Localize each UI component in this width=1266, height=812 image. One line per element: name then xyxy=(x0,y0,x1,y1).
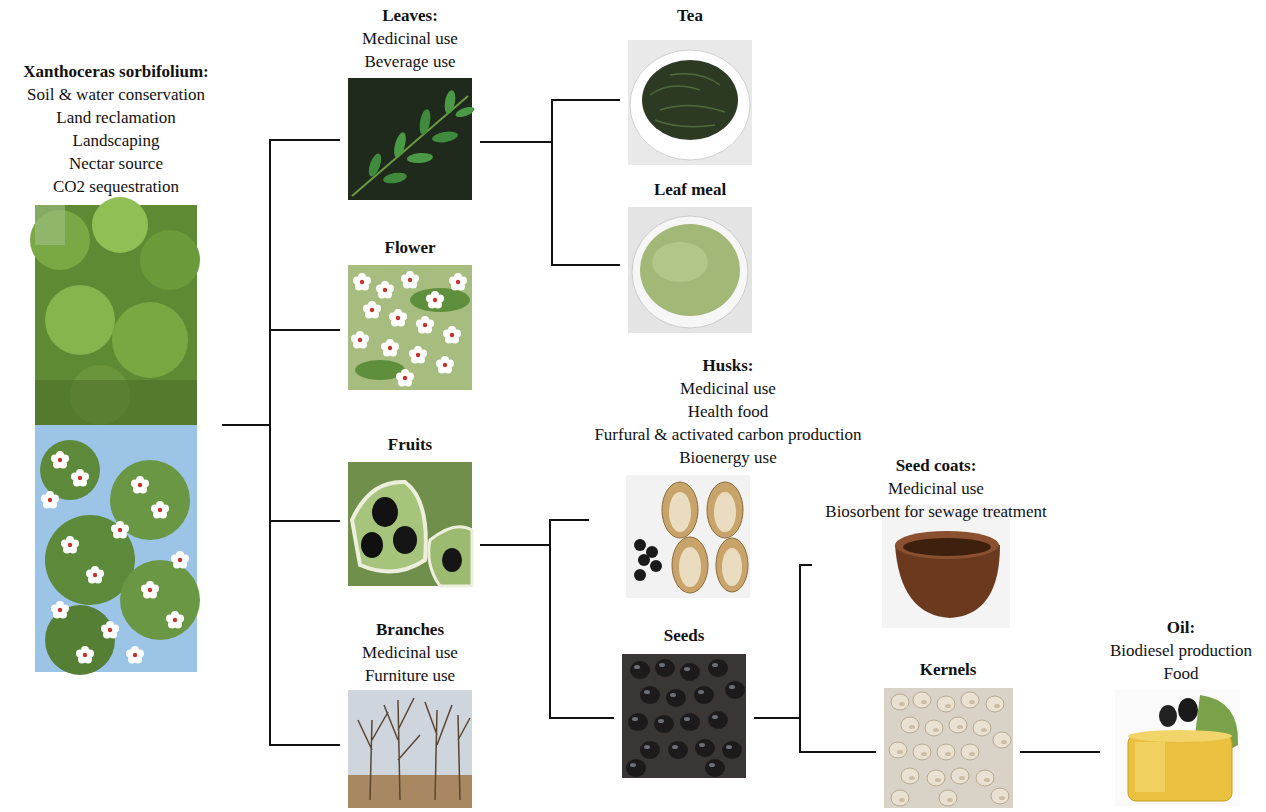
use-item: Landscaping xyxy=(73,129,160,152)
use-item: CO2 sequestration xyxy=(53,175,179,198)
oil-photo xyxy=(1115,690,1240,806)
tree-connector xyxy=(1020,751,1100,753)
part-heading: Xanthoceras sorbifolium: xyxy=(23,60,209,83)
part-heading: Leaf meal xyxy=(654,178,726,201)
part-node: Leaves:Medicinal useBeverage use xyxy=(340,4,480,202)
use-item: Furfural & activated carbon production xyxy=(594,423,861,446)
tree-connector xyxy=(222,425,340,521)
use-item: Nectar source xyxy=(69,152,163,175)
part-heading: Tea xyxy=(677,4,703,27)
tree-connector xyxy=(480,545,614,718)
use-item: Biodiesel production xyxy=(1110,639,1252,662)
tree-connector xyxy=(754,718,876,752)
use-item: Medicinal use xyxy=(362,27,458,50)
branches-photo xyxy=(348,690,472,808)
use-item: Land reclamation xyxy=(56,106,175,129)
tree-connector xyxy=(480,520,589,545)
use-item: Furniture use xyxy=(365,664,455,687)
kernels-photo xyxy=(884,688,1013,808)
part-heading: Leaves: xyxy=(382,4,438,27)
tree-connector xyxy=(222,140,340,425)
part-heading: Seed coats: xyxy=(896,454,977,477)
use-item: Medicinal use xyxy=(888,477,984,500)
seeds-photo xyxy=(622,654,746,778)
use-item: Medicinal use xyxy=(362,641,458,664)
part-node: Seed coats:Medicinal useBiosorbent for s… xyxy=(812,454,1060,630)
part-node: BranchesMedicinal useFurniture use xyxy=(340,618,480,810)
part-heading: Branches xyxy=(376,618,444,641)
part-node: Kernels xyxy=(876,658,1020,810)
product-node: Leaf meal xyxy=(620,178,760,335)
tree-connector xyxy=(480,142,620,265)
part-node: Flower xyxy=(340,236,480,392)
leaves-photo xyxy=(348,78,476,200)
use-item: Health food xyxy=(688,400,769,423)
use-item: Bioenergy use xyxy=(679,446,776,469)
seed-coat-photo xyxy=(882,505,1010,628)
leaf-meal-photo xyxy=(628,207,752,333)
use-item: Beverage use xyxy=(364,50,455,73)
part-heading: Seeds xyxy=(664,624,705,647)
part-heading: Flower xyxy=(385,236,436,259)
fruit-photo xyxy=(348,462,472,586)
use-item: Biosorbent for sewage treatment xyxy=(825,500,1046,523)
part-heading: Oil: xyxy=(1167,616,1195,639)
part-node: Husks:Medicinal useHealth foodFurfural &… xyxy=(589,354,867,600)
use-item: Medicinal use xyxy=(680,377,776,400)
tree-connector xyxy=(754,565,812,718)
part-node: Fruits xyxy=(340,433,480,588)
tea-photo xyxy=(628,40,752,165)
part-node: Seeds xyxy=(614,624,754,780)
flower-photo xyxy=(348,265,472,390)
plant-node: Xanthoceras sorbifolium:Soil & water con… xyxy=(10,60,222,674)
part-heading: Husks: xyxy=(702,354,753,377)
use-item: Soil & water conservation xyxy=(27,83,205,106)
part-heading: Fruits xyxy=(388,433,432,456)
tree-connector xyxy=(480,100,620,142)
tree-photo xyxy=(30,197,200,675)
product-node: Oil:Biodiesel productionFood xyxy=(1100,616,1262,808)
tree-connector xyxy=(222,330,340,425)
product-node: Tea xyxy=(620,4,760,167)
use-item: Food xyxy=(1164,662,1199,685)
part-heading: Kernels xyxy=(920,658,977,681)
husks-photo xyxy=(626,475,750,598)
tree-connector xyxy=(222,425,340,745)
